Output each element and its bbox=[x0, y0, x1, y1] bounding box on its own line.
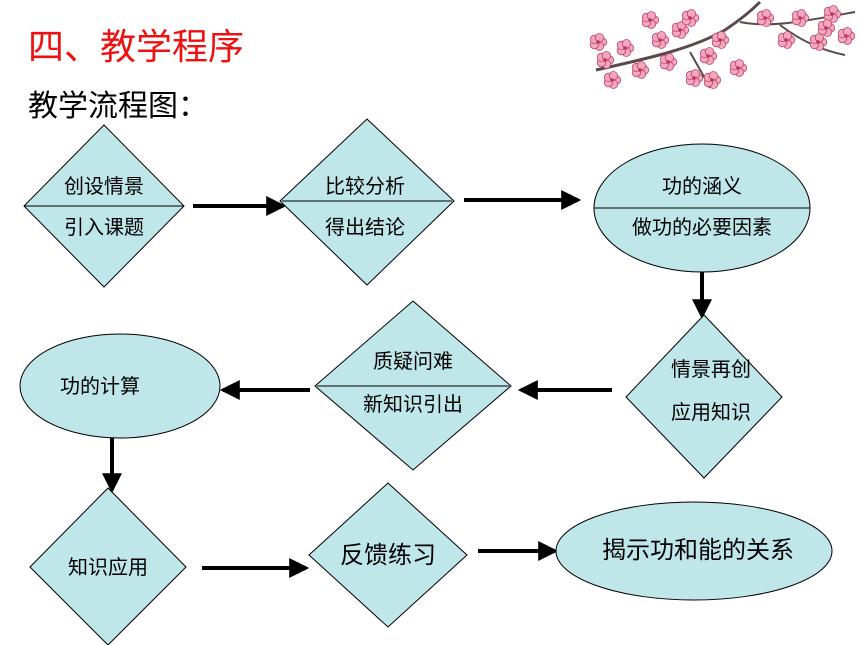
blossom-icon bbox=[603, 71, 622, 89]
node-work-meaning: 功的涵义 做功的必要因素 bbox=[593, 143, 811, 273]
node-recreate-scenario: 情景再创 应用知识 bbox=[625, 314, 783, 479]
blossom-icon bbox=[729, 59, 748, 77]
blossom-icon bbox=[791, 9, 810, 27]
node-work-energy-relation: 揭示功和能的关系 bbox=[555, 501, 833, 601]
node-knowledge-application-label: 知识应用 bbox=[68, 555, 148, 579]
blossom-icon bbox=[651, 31, 670, 49]
blossom-icon bbox=[817, 19, 836, 37]
blossom-icon bbox=[699, 47, 718, 65]
blossom-icon bbox=[596, 51, 615, 69]
blossom-icon bbox=[711, 31, 730, 49]
node-work-calculation: 功的计算 bbox=[19, 333, 221, 439]
node-compare-analyze-bottom: 得出结论 bbox=[325, 215, 405, 239]
blossom-icon bbox=[616, 39, 635, 57]
node-feedback-practice-label: 反馈练习 bbox=[340, 541, 436, 569]
node-create-scenario-top: 创设情景 bbox=[64, 174, 144, 198]
node-create-scenario-bottom: 引入课题 bbox=[64, 215, 144, 239]
node-feedback-practice: 反馈练习 bbox=[308, 482, 468, 628]
node-question-difficulty: 质疑问难 新知识引出 bbox=[314, 300, 512, 471]
blossom-icon bbox=[681, 9, 700, 27]
blossom-icon bbox=[777, 31, 796, 49]
blossom-icon bbox=[809, 33, 828, 51]
blossom-icon bbox=[685, 69, 704, 87]
blossom-icon bbox=[703, 71, 722, 89]
node-work-meaning-bottom: 做功的必要因素 bbox=[632, 215, 772, 239]
cherry-blossom-decoration bbox=[589, 0, 856, 89]
node-question-difficulty-top: 质疑问难 bbox=[373, 349, 453, 373]
node-recreate-scenario-bottom: 应用知识 bbox=[671, 400, 751, 424]
blossom-icon bbox=[837, 27, 856, 45]
node-question-difficulty-bottom: 新知识引出 bbox=[363, 392, 463, 416]
flowchart-heading: 教学流程图： bbox=[28, 89, 208, 124]
page-title: 四、教学程序 bbox=[28, 27, 245, 68]
node-work-energy-relation-label: 揭示功和能的关系 bbox=[602, 536, 794, 564]
node-work-calculation-label: 功的计算 bbox=[60, 374, 140, 398]
blossom-icon bbox=[823, 5, 842, 23]
blossom-icon bbox=[641, 11, 660, 29]
node-compare-analyze-top: 比较分析 bbox=[325, 174, 405, 198]
connectors bbox=[102, 190, 712, 578]
blossom-icon bbox=[659, 53, 678, 71]
node-work-meaning-top: 功的涵义 bbox=[662, 174, 742, 198]
blossom-icon bbox=[756, 9, 775, 27]
node-knowledge-application: 知识应用 bbox=[29, 487, 187, 645]
node-compare-analyze: 比较分析 得出结论 bbox=[279, 118, 455, 286]
node-create-scenario: 创设情景 引入课题 bbox=[23, 124, 185, 288]
blossom-icon bbox=[631, 61, 650, 79]
node-recreate-scenario-top: 情景再创 bbox=[671, 357, 751, 381]
blossom-icon bbox=[589, 33, 608, 51]
